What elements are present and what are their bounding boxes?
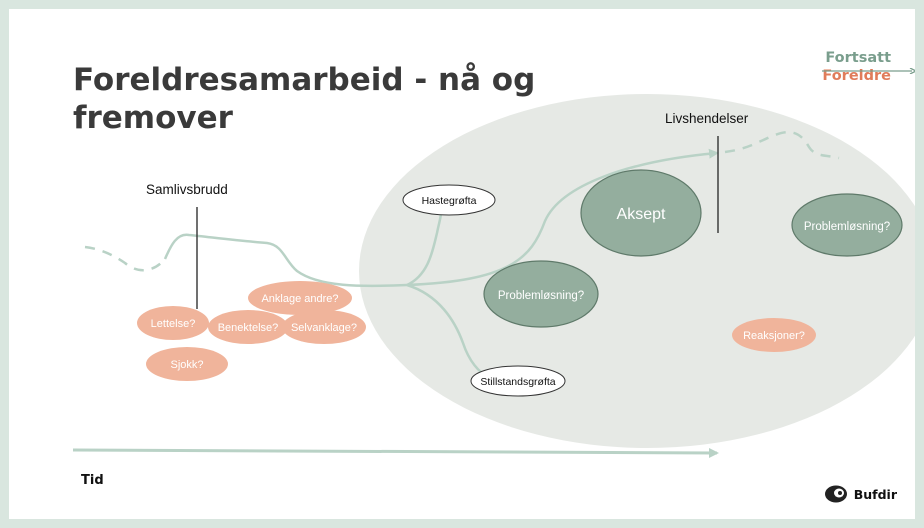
bubble-problemlosning-2 — [791, 193, 903, 257]
bufdir-logo: Bufdir — [824, 485, 897, 503]
bubble-aksept — [580, 169, 702, 257]
bubble-sjokk — [146, 347, 228, 381]
fortsatt-foreldre-logo: Fortsatt Foreldre — [822, 49, 915, 85]
bubble-stillstandsgrofta-label: Stillstandsgrøfta — [480, 376, 555, 388]
logo-arrow-icon — [822, 68, 915, 74]
branch-stillstandsgrofta — [406, 283, 490, 379]
bubble-problemlosning-1 — [483, 260, 599, 328]
life-path — [163, 233, 408, 288]
livshendelser-label: Livshendelser — [665, 111, 749, 126]
bufdir-logo-icon — [824, 485, 847, 503]
bubble-problemlosning-2-label: Problemløsning? — [804, 221, 890, 233]
bufdir-logo-text: Bufdir — [853, 486, 897, 502]
bubble-hastegrofta-label: Hastegrøfta — [422, 195, 477, 207]
samlivsbrudd-label: Samlivsbrudd — [146, 182, 228, 197]
bubble-problemlosning-1-label: Problemløsning? — [498, 290, 584, 302]
bubble-reaksjoner-label: Reaksjoner? — [743, 330, 805, 342]
bubble-sjokk-label: Sjokk? — [170, 359, 203, 371]
logo-line-1: Fortsatt — [825, 50, 891, 66]
bubble-lettelse-label: Lettelse? — [151, 318, 196, 330]
bubble-aksept-label: Aksept — [617, 206, 666, 223]
bubble-reaksjoner — [732, 318, 816, 352]
page-title: Foreldresamarbeid - nå og fremover — [73, 62, 536, 136]
bubble-benektelse — [208, 310, 288, 344]
bubble-stillstandsgrofta — [470, 365, 566, 397]
bubble-benektelse-label: Benektelse? — [218, 322, 279, 334]
diagram-canvas: Aksept Problemløsning? Problemløsning? H… — [72, 94, 915, 458]
bubble-selvanklage — [282, 310, 366, 344]
dashed-future-line — [724, 130, 840, 160]
bubble-lettelse — [137, 306, 209, 340]
bubble-anklage-andre — [248, 281, 352, 315]
branch-livshendelser — [406, 148, 719, 287]
time-axis-label: Tid — [81, 473, 104, 488]
future-zone — [359, 94, 915, 448]
logo-line-2: Foreldre — [822, 68, 891, 84]
time-axis-arrow — [72, 447, 719, 458]
bubble-selvanklage-label: Selvanklage? — [291, 322, 357, 334]
dashed-start-line — [84, 245, 166, 272]
branch-hastegrofta — [406, 212, 443, 287]
bubble-anklage-andre-label: Anklage andre? — [261, 293, 338, 305]
bubble-hastegrofta — [402, 184, 496, 216]
slide: Aksept Problemløsning? Problemløsning? H… — [9, 9, 915, 519]
